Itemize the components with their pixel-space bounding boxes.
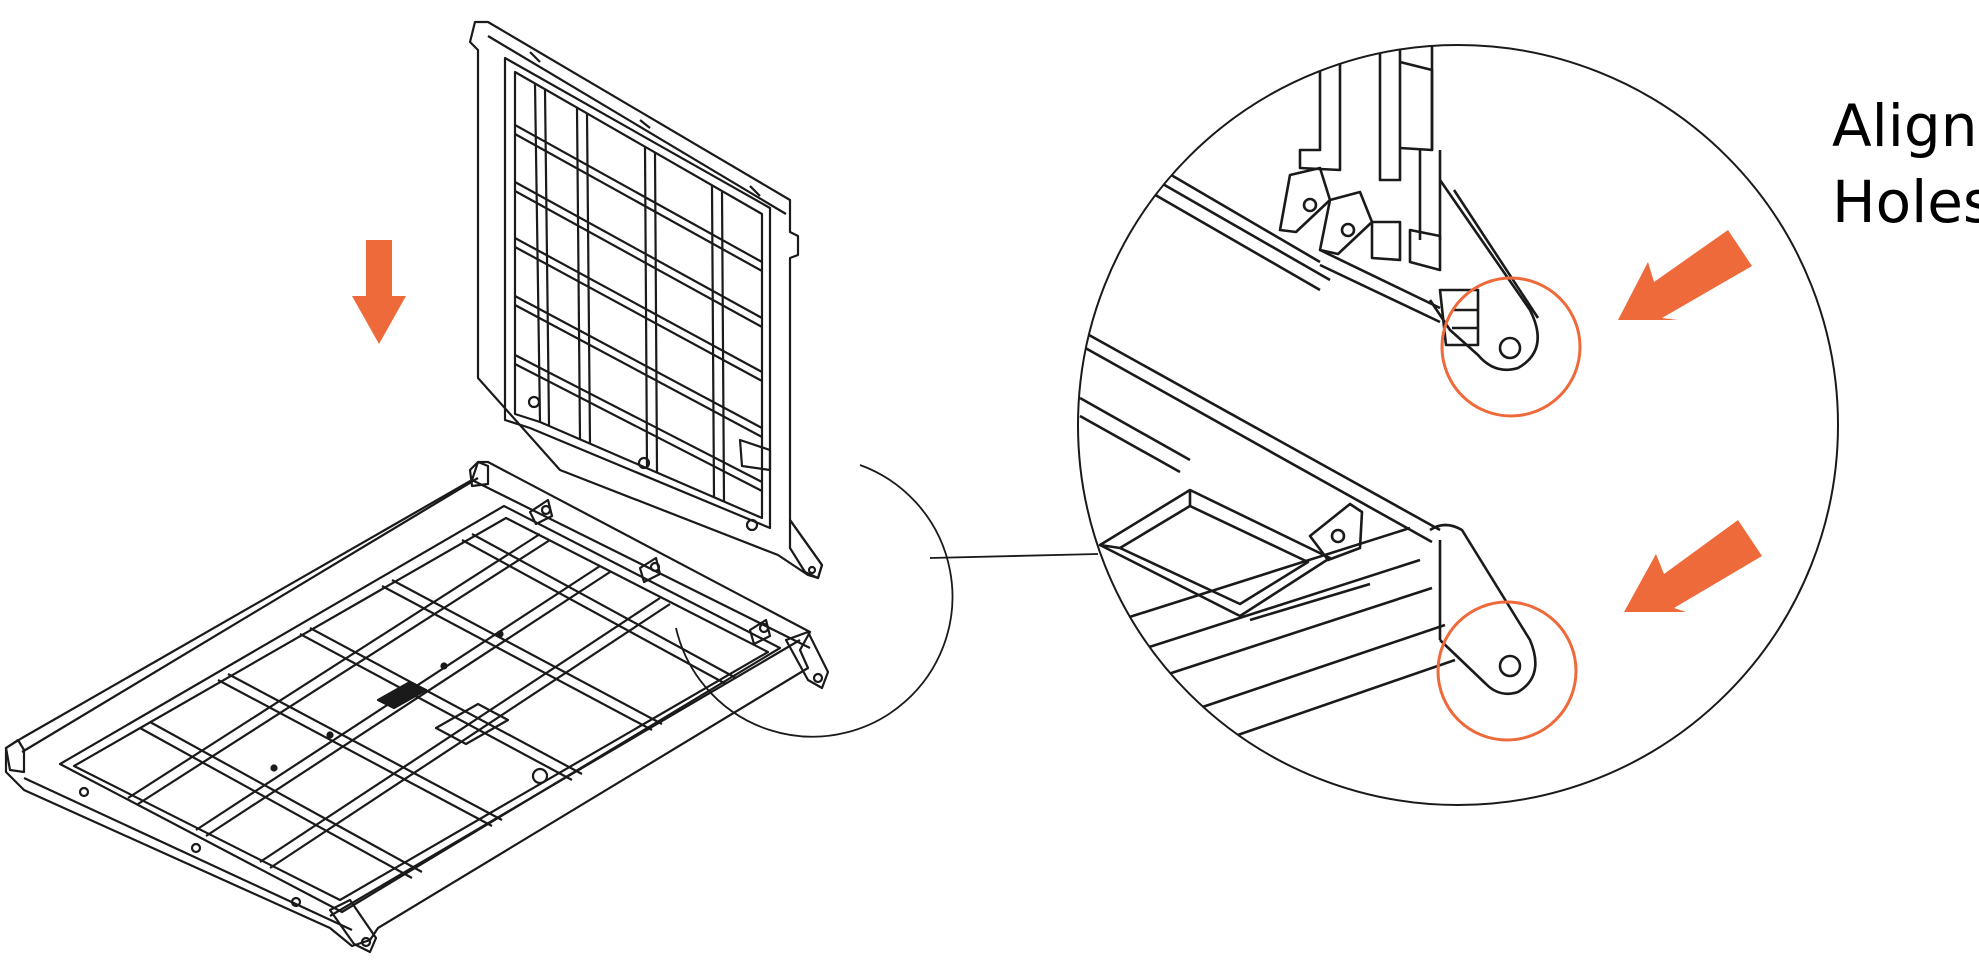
detail-view bbox=[1077, 44, 1839, 806]
caption-line-1: Align bbox=[1832, 92, 1978, 160]
arrow-pointer-icon bbox=[1624, 520, 1762, 612]
highlight-circle-icon bbox=[1440, 276, 1582, 418]
caption-line-2: Holes bbox=[1832, 168, 1979, 236]
align-holes-caption: Align Holes bbox=[1832, 88, 1979, 240]
highlight-circle-icon bbox=[1436, 600, 1578, 742]
arrow-pointer-icon bbox=[1618, 230, 1752, 320]
arrow-down-icon bbox=[352, 240, 406, 344]
upper-panel bbox=[468, 20, 824, 580]
lower-tray bbox=[4, 460, 830, 954]
magnifier-locator bbox=[675, 464, 1099, 738]
arrows bbox=[352, 230, 1762, 612]
highlights bbox=[1436, 276, 1582, 742]
